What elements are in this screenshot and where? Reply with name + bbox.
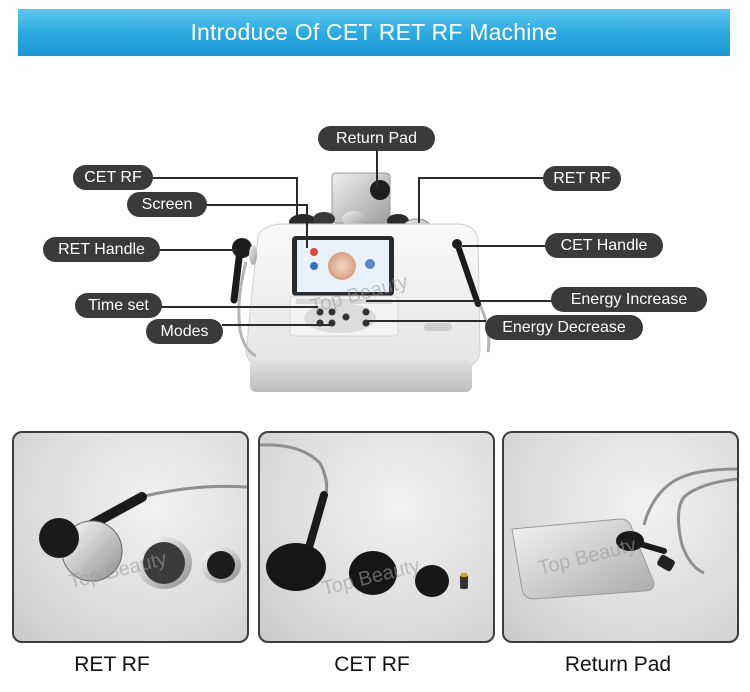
ret-rf-electrodes-image: Top Beauty	[39, 484, 247, 594]
leader-time-set	[160, 306, 318, 308]
callout-ret-handle: RET Handle	[43, 237, 160, 262]
page-title: Introduce Of CET RET RF Machine	[190, 19, 558, 45]
leader-cet-rf-v	[296, 177, 298, 221]
caption-ret-rf: RET RF	[74, 653, 150, 676]
callout-return-pad: Return Pad	[318, 126, 435, 151]
ret-handle-grip	[230, 246, 244, 304]
ret-handle-cable	[237, 261, 257, 358]
machine-base	[250, 360, 472, 392]
callout-time-set: Time set	[75, 293, 162, 318]
return-pad-connector	[370, 180, 390, 200]
leader-modes	[222, 324, 332, 326]
panel-ret-rf: Top Beauty	[12, 431, 249, 643]
machine-illustration: Top Beauty	[230, 172, 491, 392]
leader-screen	[206, 204, 307, 206]
leader-ret-rf	[418, 177, 544, 179]
cet-rf-electrodes-image: Top Beauty	[260, 443, 468, 600]
panel-return-pad: Top Beauty	[502, 431, 739, 643]
leader-energy-decrease	[366, 320, 486, 322]
callout-cet-handle: CET Handle	[545, 233, 663, 258]
callout-screen: Screen	[127, 192, 207, 217]
leader-ret-handle	[158, 249, 238, 251]
leader-ret-rf-v	[418, 177, 420, 223]
leader-screen-v	[306, 204, 308, 248]
callout-ret-rf: RET RF	[543, 166, 621, 191]
cet-electrode-2	[313, 212, 335, 226]
caption-cet-rf: CET RF	[334, 653, 410, 676]
panel-cet-rf: Top Beauty	[258, 431, 495, 643]
page-title-banner: Introduce Of CET RET RF Machine	[18, 9, 730, 56]
cet-handle-grip	[455, 243, 481, 307]
callout-cet-rf: CET RF	[73, 165, 153, 190]
leader-cet-handle	[462, 245, 546, 247]
screen-dial	[328, 252, 356, 280]
callout-modes: Modes	[146, 319, 223, 344]
leader-energy-increase	[366, 300, 552, 302]
return-pad-image: Top Beauty	[511, 467, 737, 600]
callout-energy-decrease: Energy Decrease	[485, 315, 643, 340]
leader-cet-rf	[151, 177, 298, 179]
ret-handle-head	[232, 238, 252, 258]
leader-return-pad	[376, 150, 378, 188]
callout-energy-increase: Energy Increase	[551, 287, 707, 312]
caption-return-pad: Return Pad	[564, 653, 672, 676]
ret-electrode-1	[342, 211, 366, 227]
